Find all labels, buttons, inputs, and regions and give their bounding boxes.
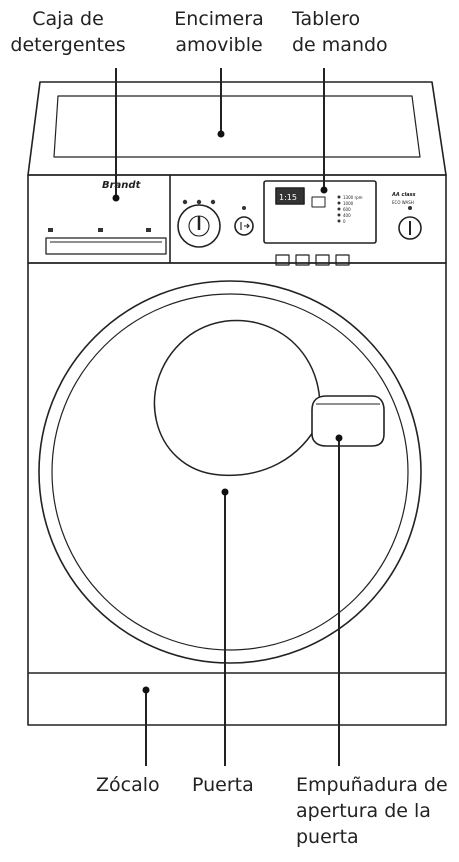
detergent-box-dot — [112, 194, 120, 202]
digital-display-readout: 1:15 — [279, 193, 297, 202]
door-glass — [153, 319, 321, 477]
detergent-symbol-3 — [146, 228, 151, 232]
spin-option-3: 600 — [343, 207, 351, 212]
worktop-label-line2: amovible — [175, 34, 263, 56]
option-button-4 — [335, 254, 350, 266]
detergent-box-label-line2: detergentes — [10, 34, 126, 56]
control-panel-dot — [320, 186, 328, 194]
option-button-1 — [275, 254, 290, 266]
plinth-label: Zócalo — [96, 772, 160, 798]
spin-option-1: 1300 rpm — [343, 195, 363, 200]
plinth-dot — [142, 686, 150, 694]
dial-indicator-3 — [210, 199, 216, 205]
power-led — [408, 206, 412, 210]
brand-logo: Brandt — [102, 180, 142, 191]
plinth-label-line1: Zócalo — [96, 774, 160, 796]
door-outer-ring — [38, 280, 422, 664]
machine-body — [27, 262, 447, 726]
control-strip — [27, 174, 447, 264]
handle-label-line1: Empuñadura de — [296, 774, 448, 796]
panel-symbols — [48, 195, 412, 232]
option-button-2 — [295, 254, 310, 266]
spin-option-4: 400 — [343, 213, 351, 218]
detergent-symbol-2 — [98, 228, 103, 232]
worktop-label: Encimera amovible — [158, 6, 280, 58]
detergent-box-label: Caja de detergentes — [4, 6, 132, 58]
display-panel — [263, 180, 377, 244]
program-dial — [177, 204, 221, 248]
worktop-dot — [217, 130, 225, 138]
power-knob — [398, 216, 422, 240]
worktop-inner — [53, 95, 421, 158]
detergent-drawer-handle — [45, 237, 167, 255]
spin-led-2 — [337, 201, 341, 205]
control-panel-label: Tablero de mando — [292, 6, 388, 58]
energy-badge: AA class — [391, 192, 416, 198]
door-inner-ring — [51, 293, 409, 651]
door-dot — [221, 488, 229, 496]
spin-led-1 — [337, 195, 341, 199]
worktop-label-line1: Encimera — [174, 8, 264, 30]
spin-option-5: 0 — [343, 219, 346, 224]
detergent-symbol-1 — [48, 228, 53, 232]
door-label: Puerta — [192, 772, 254, 798]
start-button — [234, 216, 254, 236]
eco-wash-label: ECO WASH — [392, 200, 414, 205]
detergent-box-label-line1: Caja de — [32, 8, 104, 30]
start-button-symbol — [240, 222, 250, 230]
control-panel-label-line1: Tablero — [292, 8, 361, 30]
control-panel-label-line2: de mando — [292, 34, 388, 56]
start-led — [242, 206, 246, 210]
spin-led-5 — [337, 219, 341, 223]
door-handle — [311, 395, 385, 447]
display-icon-box — [311, 196, 326, 208]
dial-indicator-2 — [196, 199, 202, 205]
handle-label-line2: apertura de la — [296, 800, 431, 822]
spin-led-4 — [337, 213, 341, 217]
spin-option-2: 1000 — [343, 201, 354, 206]
option-button-3 — [315, 254, 330, 266]
leader-dots — [112, 130, 343, 694]
door-label-line1: Puerta — [192, 774, 254, 796]
dial-indicator-1 — [182, 199, 188, 205]
digital-display — [275, 187, 305, 205]
spin-led-3 — [337, 207, 341, 211]
handle-label: Empuñadura de apertura de la puerta — [296, 772, 448, 850]
handle-dot — [335, 434, 343, 442]
handle-label-line3: puerta — [296, 826, 359, 848]
